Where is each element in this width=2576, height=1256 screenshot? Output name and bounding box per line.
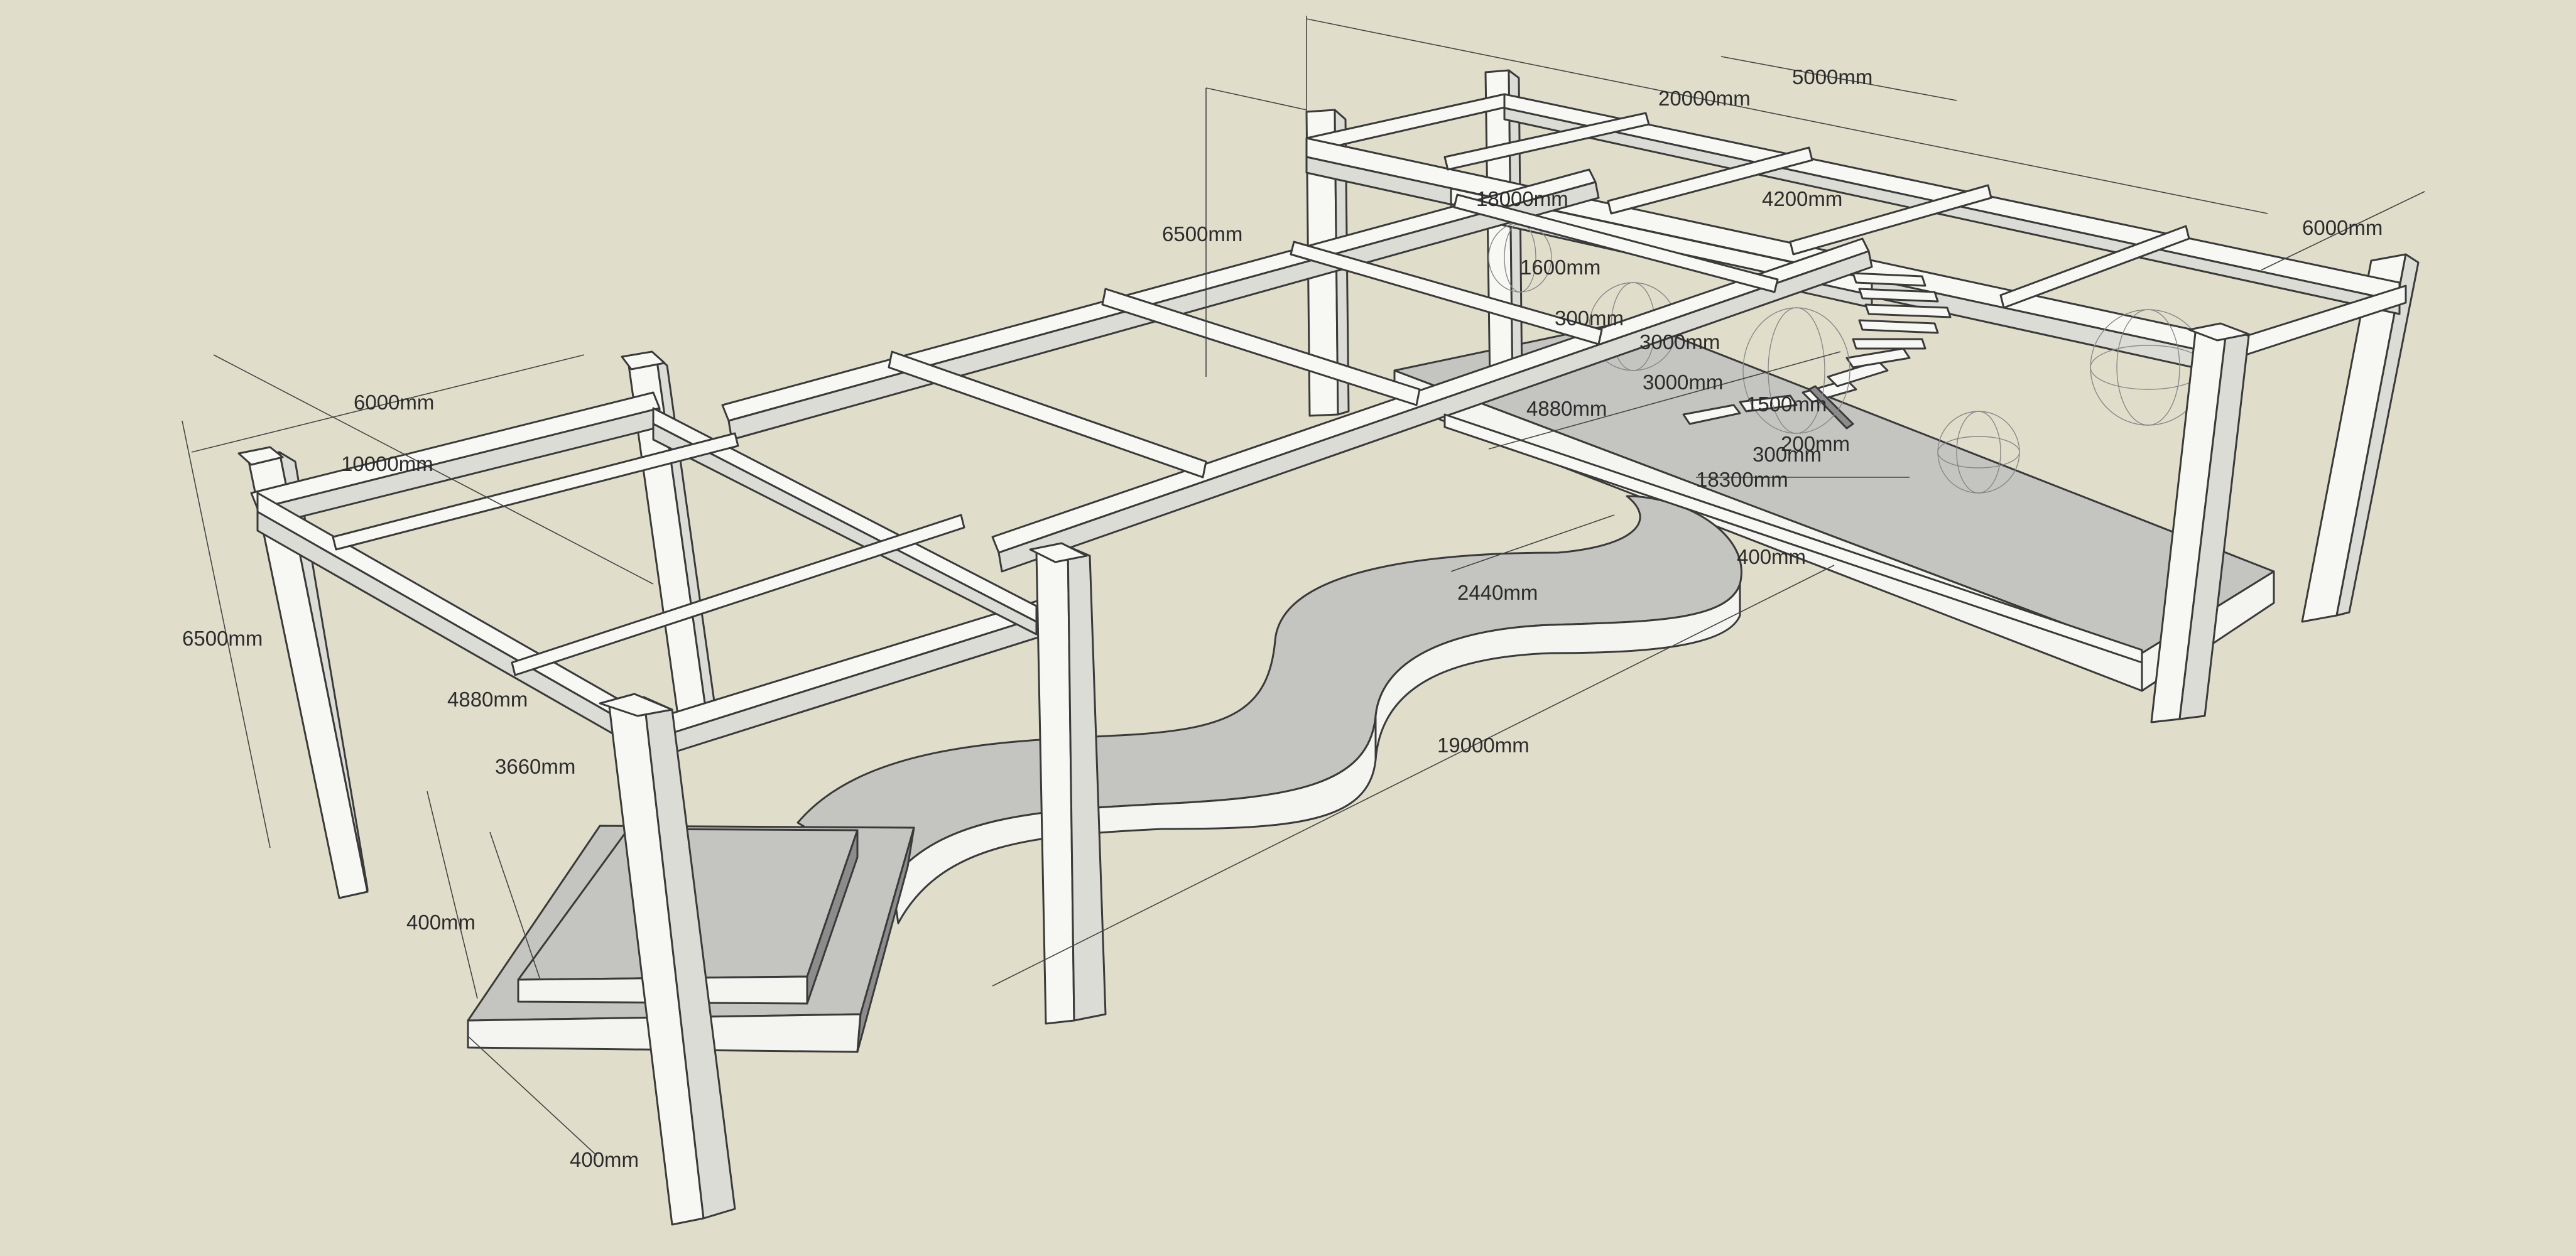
dim-3660: 3660mm [495,755,575,778]
dim-300-a: 300mm [1555,306,1624,330]
dim-400-left: 400mm [406,911,476,934]
dim-18300: 18300mm [1696,468,1788,491]
wire-orb-3 [1742,307,1850,434]
dim-6500-back: 6500mm [1162,222,1242,246]
front-columns [599,322,2250,1226]
dim-1600: 1600mm [1520,256,1600,279]
back-columns [1305,69,2420,623]
dim-4200: 4200mm [1762,187,1842,210]
dim-200: 200mm [1781,432,1850,455]
dim-6000-left: 6000mm [354,391,434,414]
dim-2440: 2440mm [1457,581,1538,604]
dim-1500: 1500mm [1746,392,1827,416]
dim-4880-mid: 4880mm [1526,397,1607,420]
dim-6000-right: 6000mm [2302,216,2383,239]
dim-4880-left: 4880mm [447,688,528,711]
dim-300-b: 300mm [1753,443,1822,466]
dim-10000: 10000mm [341,452,433,475]
dim-400-mid: 400mm [1737,545,1806,568]
dim-400-bottom: 400mm [570,1148,639,1171]
dim-5000: 5000mm [1792,65,1872,89]
dimension-lines [182,16,2425,1156]
dim-3000-a: 3000mm [1639,330,1720,354]
dimension-labels: 20000mm 5000mm 6500mm 18000mm 4200mm 600… [182,65,2383,1171]
dim-3000-b: 3000mm [1643,371,1723,394]
dim-6500-left: 6500mm [182,627,263,650]
dim-19000: 19000mm [1437,734,1530,757]
wire-orb-1 [1937,411,2020,494]
dim-18000: 18000mm [1476,187,1568,210]
spiral-staircase [1682,272,1952,430]
wire-orb-2 [2090,309,2207,426]
dim-20000: 20000mm [1658,87,1751,110]
